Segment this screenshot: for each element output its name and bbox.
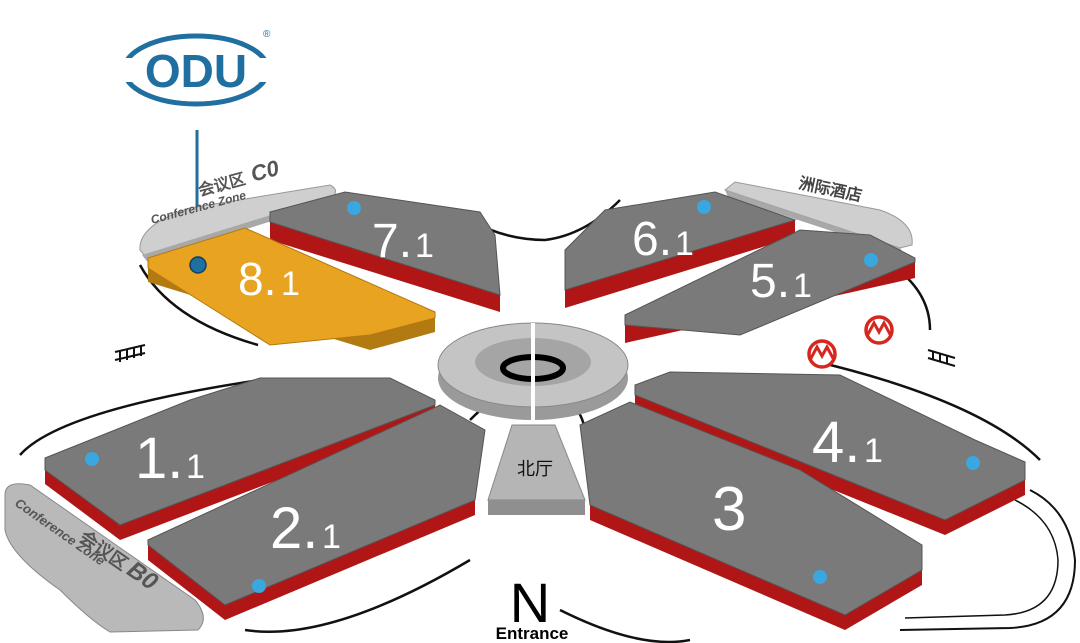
ring-road	[899, 489, 1077, 631]
ring-road-inner	[904, 499, 1059, 619]
hall-1-1: 1. 1	[44, 377, 436, 540]
entrance-label: Entrance	[496, 624, 569, 643]
hall-2-1-label: 2.	[270, 496, 318, 561]
hall-6-1-label: 6.	[632, 213, 672, 266]
hall-1-1-label: 1.	[135, 426, 183, 491]
booth-marker-icon	[966, 456, 980, 470]
hall-2-1-sub: 1	[322, 518, 341, 556]
hall-2-1: 2. 1	[147, 404, 486, 620]
hall-5-1: 5. 1	[624, 229, 916, 343]
hall-6-1: 6. 1	[564, 191, 797, 308]
odu-booth-marker-icon	[189, 256, 207, 274]
north-letter: N	[510, 571, 550, 634]
logo-text: ODU	[145, 45, 247, 97]
metro-icon	[864, 315, 894, 345]
metro-icon	[807, 339, 837, 369]
north-hall: 北厅	[487, 424, 586, 515]
hall-7-1-sub: 1	[415, 227, 434, 265]
booth-marker-icon	[252, 579, 266, 593]
conference-zone-b0: 会议区 B0 Conference Zone	[4, 483, 204, 633]
central-rotunda	[437, 322, 629, 420]
hall-5-1-sub: 1	[793, 267, 812, 305]
stairs-icon	[927, 349, 956, 367]
booth-marker-icon	[85, 452, 99, 466]
hall-8-1-sub: 1	[281, 265, 300, 303]
hall-3-label: 3	[712, 475, 746, 544]
hall-8-1-label: 8.	[238, 253, 276, 305]
booth-marker-icon	[813, 570, 827, 584]
odu-logo: ODU ®	[118, 29, 274, 107]
stairs-icon	[114, 344, 146, 362]
hall-4-1-label: 4.	[812, 410, 860, 475]
registered-mark: ®	[263, 29, 271, 40]
c0-code-label: C0	[248, 155, 282, 187]
hall-8-1-highlighted: 8. 1	[147, 227, 436, 350]
hall-1-1-sub: 1	[186, 448, 205, 486]
hall-4-1: 4. 1	[634, 371, 1026, 535]
hall-7-1: 7. 1	[269, 191, 501, 312]
north-hall-label: 北厅	[517, 459, 553, 480]
hall-3: 3	[579, 401, 923, 630]
hall-6-1-sub: 1	[675, 225, 694, 263]
booth-marker-icon	[697, 200, 711, 214]
booth-marker-icon	[864, 253, 878, 267]
hall-5-1-label: 5.	[750, 255, 790, 308]
hall-4-1-sub: 1	[864, 432, 883, 470]
hall-7-1-label: 7.	[372, 215, 412, 268]
booth-marker-icon	[347, 201, 361, 215]
